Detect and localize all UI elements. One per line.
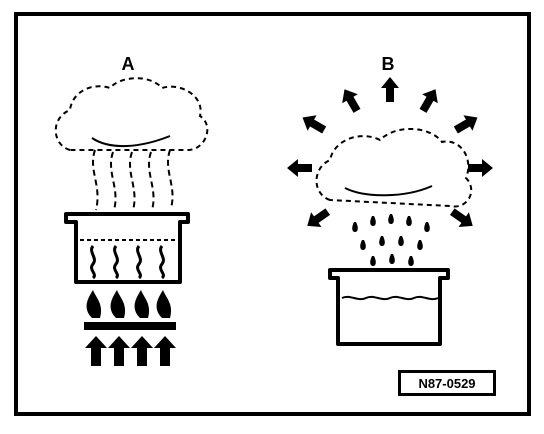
pot-a [64, 212, 190, 284]
radiating-arrows [287, 77, 493, 227]
burner-plate [84, 322, 176, 330]
boiling-bubbles [90, 245, 165, 280]
panel-b: B [287, 54, 493, 346]
cloud-b-inner [344, 185, 433, 197]
rain-drops [352, 214, 430, 266]
heat-arrows [85, 336, 176, 366]
label-a: A [122, 54, 135, 74]
pot-b [328, 268, 450, 346]
water-surface [341, 295, 439, 301]
frame-border [14, 12, 531, 416]
flames [86, 290, 172, 318]
cloud-a-inner [91, 135, 171, 147]
label-b: B [382, 54, 395, 74]
panel-a: A [54, 54, 209, 366]
vapor-rising [91, 149, 174, 211]
figure-code-label: N87-0529 [398, 370, 496, 396]
cloud-b [315, 127, 473, 208]
cloud-a [54, 77, 209, 151]
